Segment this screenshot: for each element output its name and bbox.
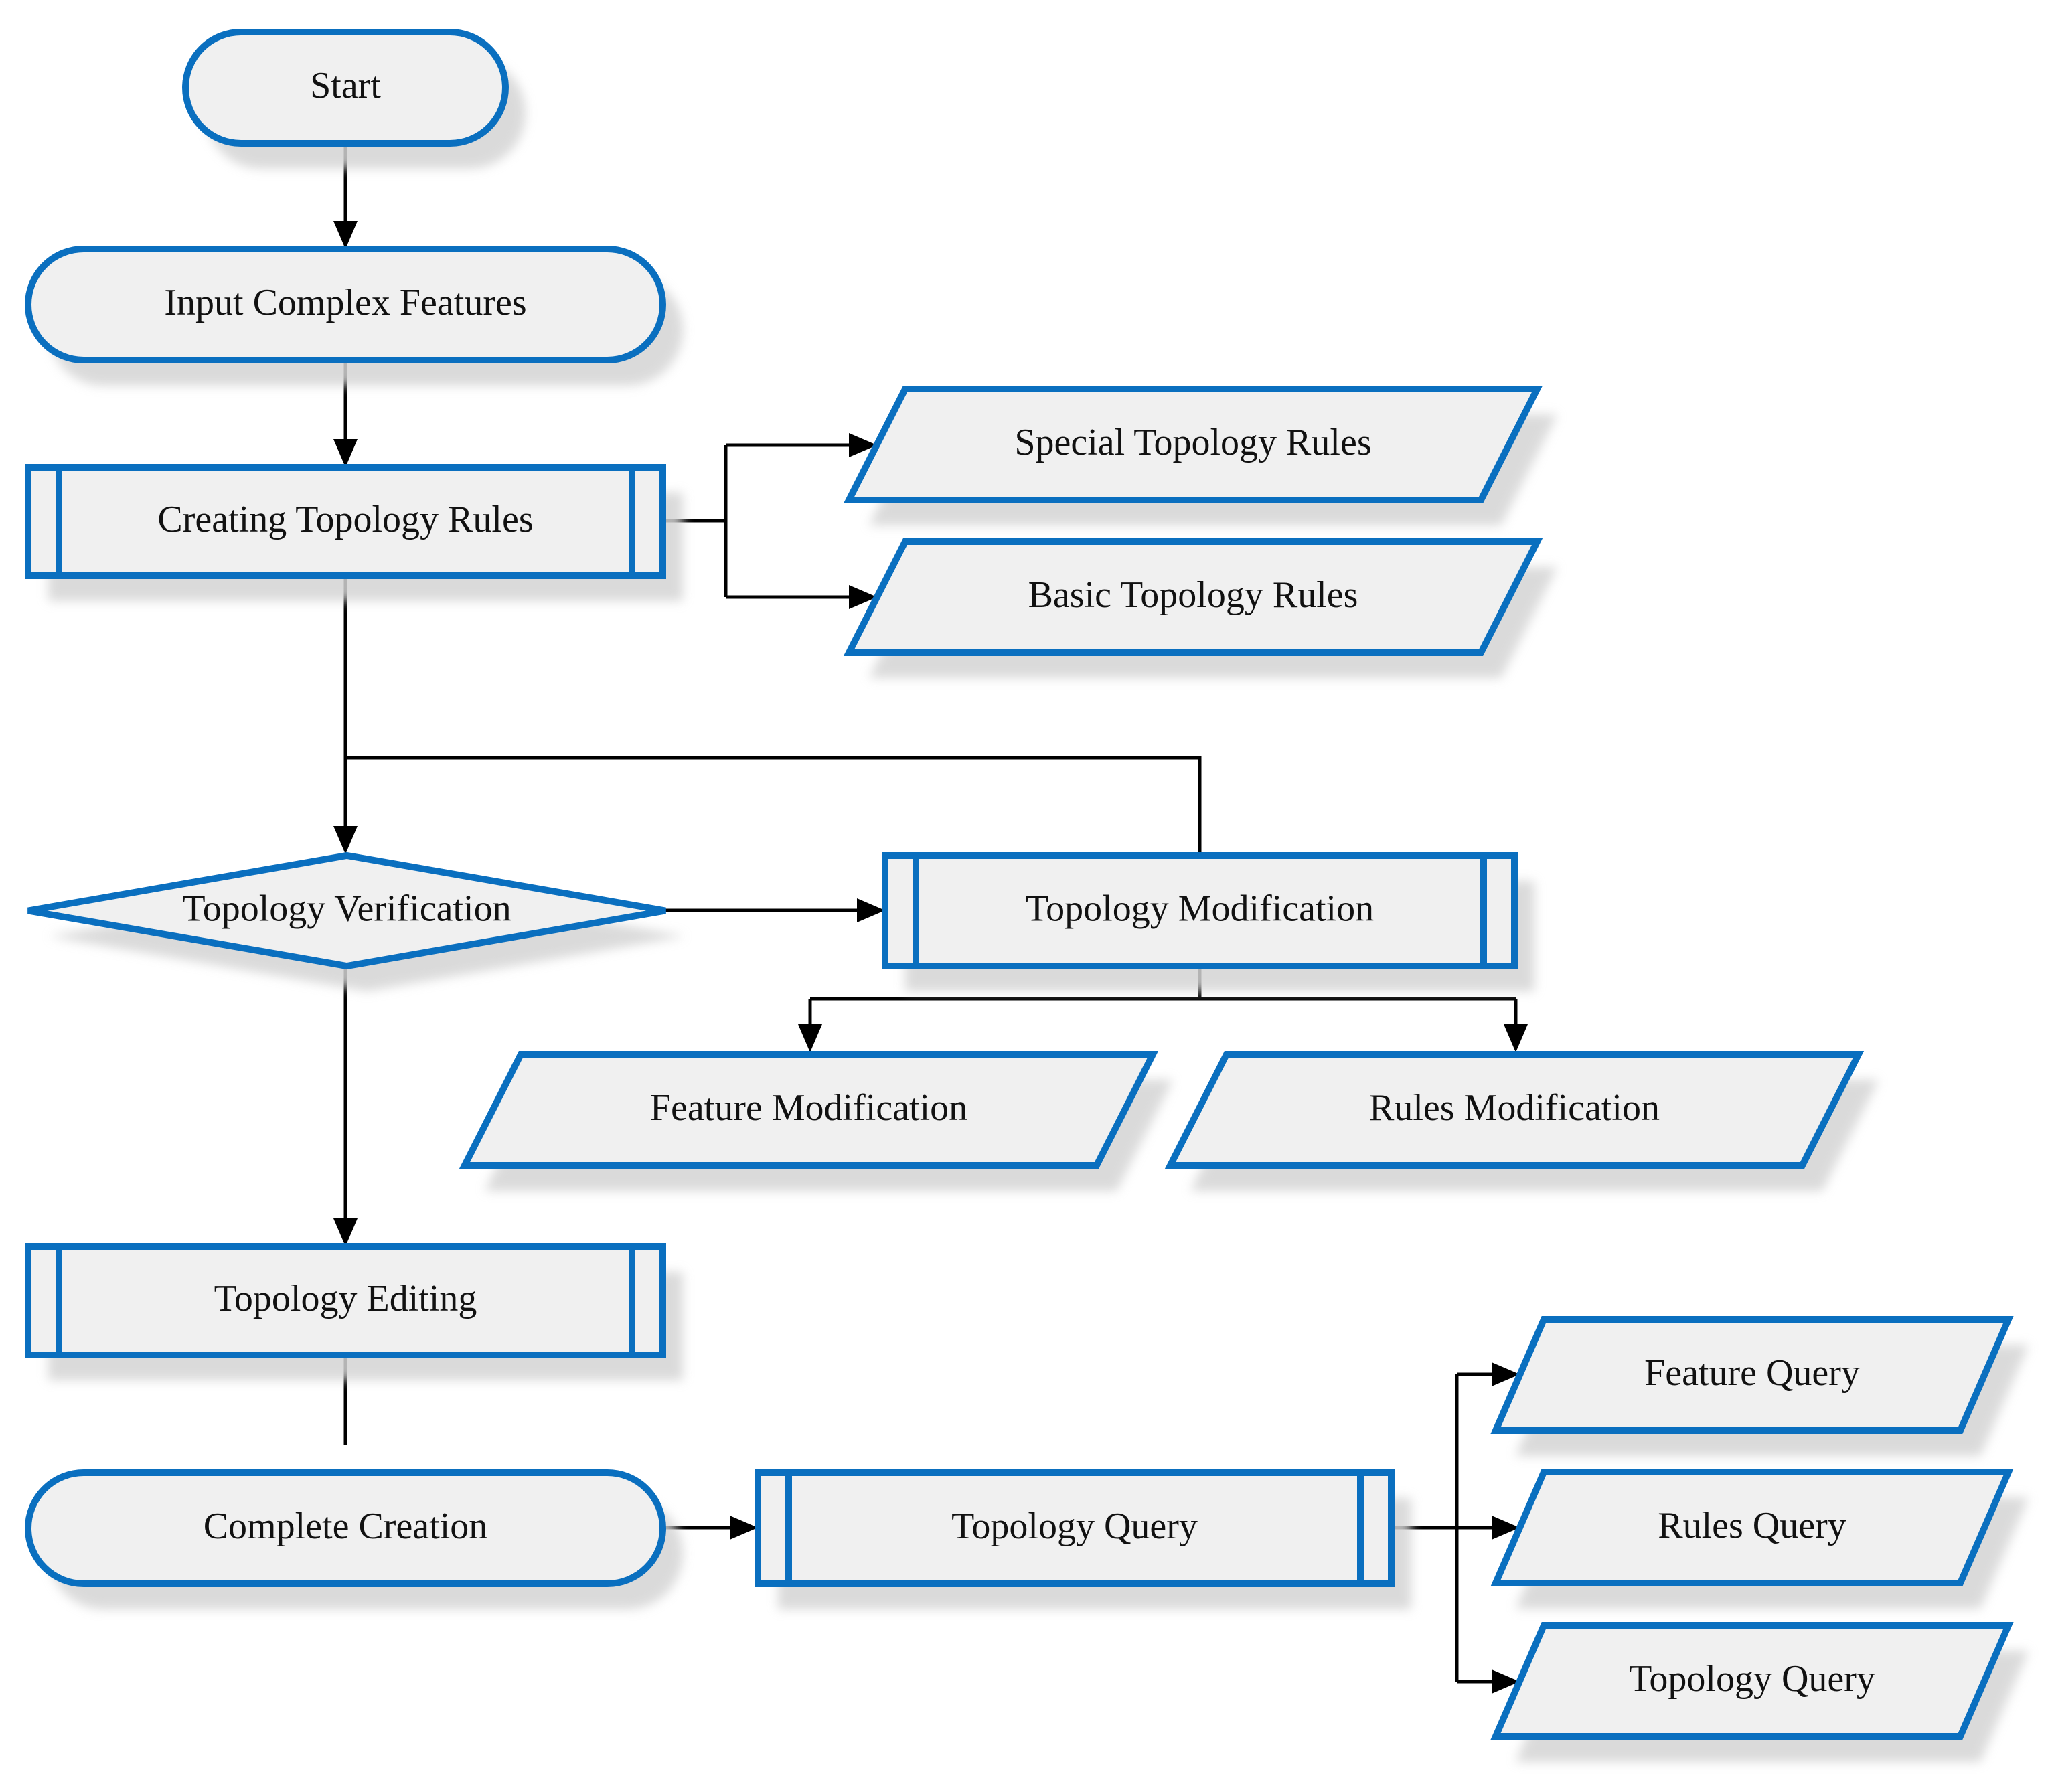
feature-query-node — [1490, 1316, 2014, 1434]
arrowhead-right — [1492, 1516, 1520, 1540]
arrowhead-down — [333, 1218, 358, 1246]
start-label: Start — [310, 65, 381, 106]
arrowhead-right — [1492, 1362, 1520, 1386]
arrowhead-down — [333, 826, 358, 854]
arrowhead-right — [849, 585, 877, 609]
rules-query-node — [1490, 1469, 2014, 1586]
rules-modification-node — [1164, 1051, 1865, 1169]
basic-topology-rules-label: Basic Topology Rules — [1028, 574, 1358, 616]
creating-topology-rules-label: Creating Topology Rules — [157, 499, 533, 540]
basic-topology-rules-node — [843, 538, 1543, 656]
creating-topology-rules-node — [25, 464, 666, 579]
topology-verification-node — [27, 851, 666, 970]
complete-creation-label: Complete Creation — [204, 1505, 488, 1547]
complete-creation-node — [25, 1469, 666, 1587]
topology-editing-node — [25, 1243, 666, 1358]
arrowhead-down — [333, 439, 358, 467]
arrowhead-right — [849, 433, 877, 457]
connector-query-branch — [1391, 1372, 1492, 1684]
arrowhead-down — [333, 221, 358, 249]
special-topology-rules-label: Special Topology Rules — [1014, 422, 1371, 463]
rules-modification-label: Rules Modification — [1369, 1087, 1660, 1129]
topology-editing-label: Topology Editing — [214, 1278, 477, 1319]
feature-modification-label: Feature Modification — [650, 1087, 967, 1129]
topology-query-node — [755, 1469, 1395, 1587]
input-complex-features-node — [25, 246, 666, 363]
arrowhead-right — [1492, 1669, 1520, 1694]
topology-verification-label: Topology Verification — [182, 888, 511, 929]
special-topology-rules-node — [843, 386, 1543, 503]
start-node — [182, 29, 509, 147]
topology-modification-label: Topology Modification — [1026, 888, 1374, 929]
topology-query-label: Topology Query — [951, 1505, 1198, 1547]
input-complex-features-label: Input Complex Features — [164, 282, 526, 323]
node-shapes — [25, 29, 2014, 1740]
feature-modification-node — [459, 1051, 1159, 1169]
topology-query-output-label: Topology Query — [1629, 1658, 1875, 1700]
feature-query-label: Feature Query — [1644, 1352, 1860, 1394]
connector-modification-loop — [345, 756, 1202, 858]
arrowhead-down — [798, 1024, 822, 1052]
arrowhead-right — [730, 1516, 758, 1540]
arrowhead-right — [857, 898, 885, 922]
rules-query-label: Rules Query — [1658, 1505, 1846, 1546]
arrowhead-down — [1504, 1024, 1528, 1052]
topology-query-output-node — [1490, 1622, 2014, 1740]
topology-modification-node — [882, 852, 1518, 969]
arrowheads — [333, 221, 1528, 1694]
connector-creating-branch — [664, 443, 849, 599]
